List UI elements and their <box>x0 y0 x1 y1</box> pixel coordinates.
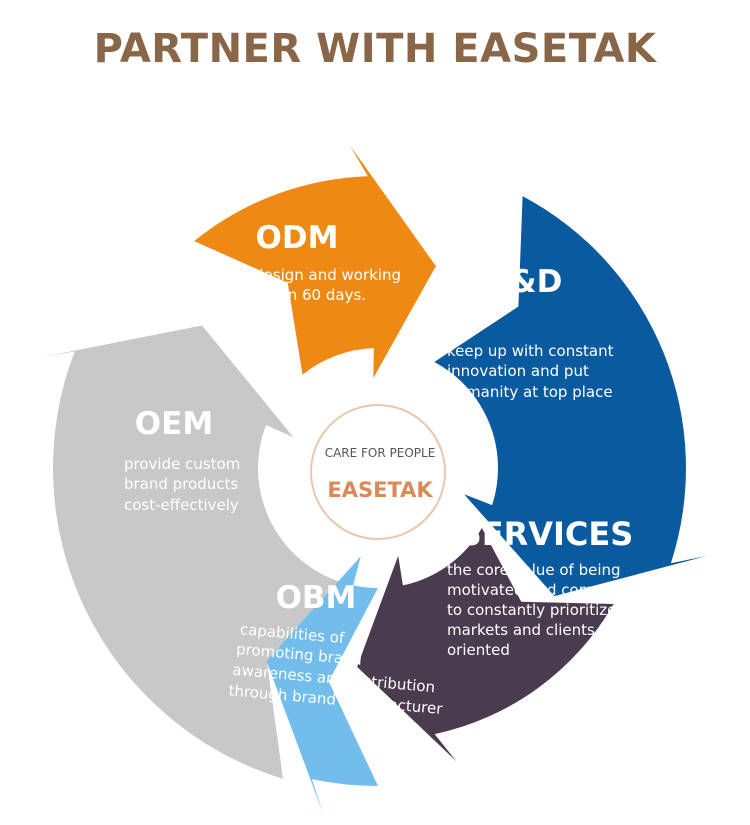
center-brand: EASETAK <box>327 478 433 502</box>
oem-segment <box>266 556 378 814</box>
services-desc-line-4: markets and clients <box>447 621 595 639</box>
rd-desc-line-2: innovation and put <box>447 362 589 380</box>
rd-desc-line-3: humanity at top place <box>447 383 613 401</box>
obm-description: capabilities of promoting brand awarenes… <box>228 620 444 718</box>
odm-desc-line-2: feasibilities in 60 days. <box>194 286 366 304</box>
services-desc-line-3: to constantly prioritize <box>447 601 616 619</box>
oem-title: OEM <box>135 406 213 442</box>
oem-desc-line-3: cost-effectively <box>124 496 239 514</box>
rd-title: R&D <box>486 264 563 300</box>
services-segment <box>434 196 707 597</box>
page-title: PARTNER WITH EASETAK <box>93 26 657 72</box>
center-tagline: CARE FOR PEOPLE <box>325 446 436 460</box>
obm-segment <box>357 528 614 762</box>
center-circle <box>310 404 446 540</box>
odm-title: ODM <box>256 220 339 256</box>
obm-title: OBM <box>276 580 357 616</box>
odm-segment <box>38 325 343 779</box>
services-desc-line-5: oriented <box>447 641 510 659</box>
rd-segment <box>194 145 436 379</box>
services-desc-line-1: the core value of being <box>447 561 621 579</box>
services-desc-line-2: motivated and committed <box>447 581 643 599</box>
oem-desc-line-1: provide custom <box>124 455 240 473</box>
oem-desc-line-2: brand products <box>124 475 238 493</box>
odm-desc-line-1: custom design and working <box>194 266 401 284</box>
services-title: SERVICES <box>459 515 634 553</box>
rd-desc-line-1: keep up with constant <box>447 342 614 360</box>
